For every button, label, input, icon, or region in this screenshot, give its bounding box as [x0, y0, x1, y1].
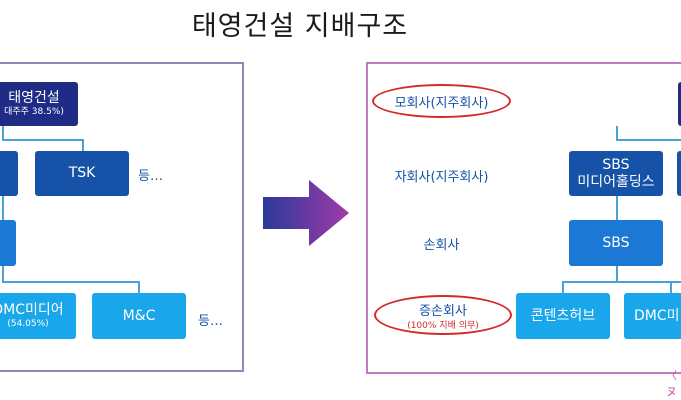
- node-taeyoung-label: 태영건설: [8, 90, 60, 106]
- node-sbs-media-line1: SBS: [602, 156, 630, 173]
- node-s: 스: [0, 151, 18, 196]
- etc-label: 등…: [198, 314, 223, 329]
- connector: [2, 139, 84, 141]
- connector: [616, 266, 618, 282]
- connector: [616, 196, 618, 220]
- node-partial: [677, 151, 681, 196]
- right-arrow-icon: [263, 180, 349, 246]
- etc-label: 등…: [138, 169, 163, 184]
- left-structure-panel: [0, 62, 244, 372]
- connector: [670, 281, 672, 293]
- connector: [2, 266, 4, 282]
- connector: [138, 281, 140, 293]
- node-parent-partial: [678, 82, 681, 126]
- highlight-oval: [372, 84, 511, 118]
- node-content-hub-label: 콘텐츠허브: [530, 307, 596, 324]
- node-sbs-label: SBS: [602, 234, 630, 251]
- right-structure-panel: [366, 62, 681, 374]
- node-dmc-partial-label: DMC미: [634, 307, 680, 324]
- connector: [2, 281, 140, 283]
- connector: [2, 126, 4, 140]
- level-great-grandchild: 증손회사: [419, 304, 467, 319]
- connector: [562, 281, 681, 283]
- node-sbs-media-holdings: SBS 미디어홀딩스: [569, 151, 663, 196]
- node-content-hub: 콘텐츠허브: [516, 293, 610, 339]
- level-great-grandchild-note: (100% 지배 의무): [407, 321, 479, 331]
- connector: [2, 196, 4, 220]
- node-dmc-partial: DMC미: [624, 293, 681, 339]
- node-mc-label: M&C: [122, 307, 156, 324]
- node-sbs: SBS: [569, 220, 663, 266]
- corner-fragment: 〈 ヌ: [666, 369, 677, 398]
- node-tsk: TSK: [35, 151, 129, 196]
- node-dmc-media-label: DMC미디어: [0, 302, 64, 318]
- connector: [82, 139, 84, 151]
- node-dmc-media: DMC미디어 (54.05%): [0, 293, 76, 339]
- level-subsidiary: 자회사(지주회사): [394, 170, 489, 185]
- connector: [616, 126, 618, 140]
- level-parent-company: 모회사(지주회사): [394, 96, 489, 111]
- node-taeyoung: 태영건설 대주주 38.5%): [0, 82, 78, 126]
- node-taeyoung-sub: 대주주 38.5%): [4, 107, 64, 117]
- page-title: 태영건설 지배구조: [191, 11, 409, 42]
- node-dmc-media-sub: (54.05%): [7, 319, 49, 329]
- node-sbs-media-line2: 미디어홀딩스: [577, 173, 655, 190]
- node-mc: M&C: [92, 293, 186, 339]
- node-fragment: s): [0, 220, 16, 266]
- connector: [562, 281, 564, 293]
- connector: [616, 139, 681, 141]
- level-sub-subsidiary: 손회사: [423, 238, 460, 253]
- highlight-oval: [374, 295, 512, 335]
- node-tsk-label: TSK: [68, 165, 96, 181]
